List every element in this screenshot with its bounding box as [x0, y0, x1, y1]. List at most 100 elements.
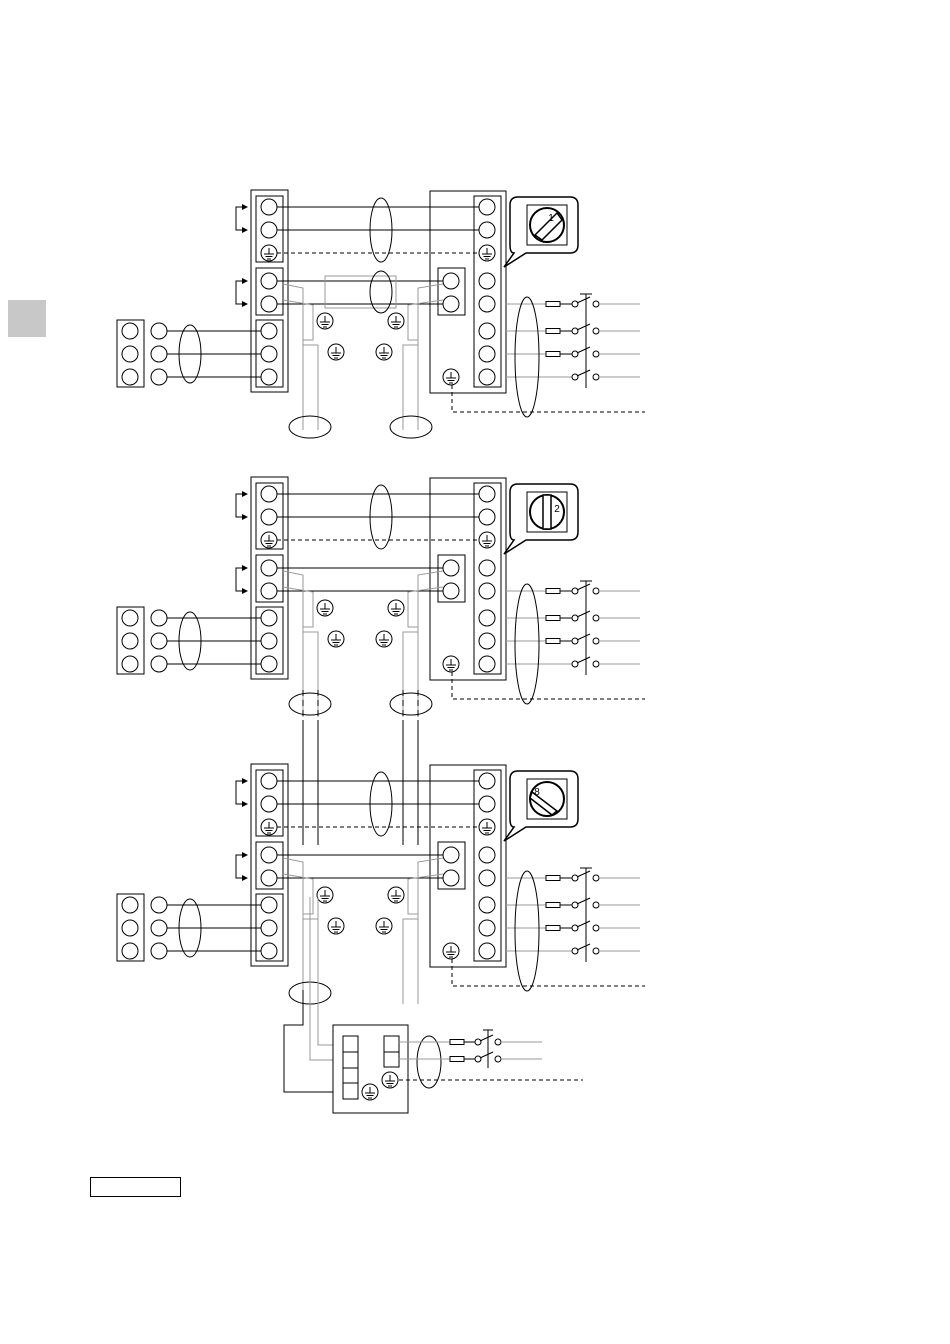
terminal-screw: [479, 346, 495, 362]
terminal-screw: [261, 323, 277, 339]
switch-contact: [572, 588, 578, 594]
fuse-icon: [546, 876, 560, 881]
arrow-head: [242, 491, 248, 497]
bracket: [236, 494, 246, 517]
breaker-switch: [506, 921, 640, 931]
switch-blade: [577, 871, 590, 877]
terminal-screw: [261, 273, 277, 289]
address-dial-icon: 2: [504, 484, 578, 554]
bracket-arrow: [236, 565, 248, 594]
ground-icon: [479, 532, 495, 548]
terminal-screw: [261, 369, 277, 385]
switch-blade: [577, 634, 590, 640]
fuse-icon: [450, 1040, 464, 1045]
switch-contact: [572, 301, 578, 307]
breaker-switch: [506, 634, 640, 644]
bracket-arrow: [236, 491, 248, 520]
terminal-screw: [443, 870, 459, 886]
terminal-screw: [261, 656, 277, 672]
terminal-screw: [479, 222, 495, 238]
switch-contact: [572, 374, 578, 380]
terminal-screw: [151, 633, 167, 649]
terminal-screw: [122, 369, 138, 385]
terminal-screw: [479, 773, 495, 789]
terminal-screw: [479, 560, 495, 576]
dial-slot: [543, 495, 551, 529]
fuse-icon: [546, 302, 560, 307]
bracket-arrow: [236, 852, 248, 881]
fuse-icon: [450, 1057, 464, 1062]
switch-blade: [577, 584, 590, 590]
dial-address-number: 1: [548, 213, 554, 224]
ground-icon: [388, 887, 404, 903]
switch-contact: [593, 301, 599, 307]
terminal-screw: [122, 656, 138, 672]
label-box: [90, 1177, 181, 1197]
terminal-screw: [479, 943, 495, 959]
switch-blade: [577, 657, 590, 663]
cable-bundle-ellipse: [289, 416, 331, 438]
arrow-head: [242, 514, 248, 520]
fuse-icon: [546, 616, 560, 621]
cable-bundle-ellipse: [289, 693, 331, 715]
terminal-screw: [151, 920, 167, 936]
cable-bundle-ellipse: [515, 871, 539, 991]
terminal-screw: [261, 509, 277, 525]
switch-contact: [593, 948, 599, 954]
switch-blade: [577, 921, 590, 927]
address-dial-icon: 8: [504, 771, 578, 841]
address-dial-icon: 1: [504, 197, 578, 267]
breaker-switch: [506, 584, 640, 594]
terminal-screw: [261, 773, 277, 789]
ground-icon: [261, 819, 277, 835]
terminal-screw: [261, 199, 277, 215]
fuse-icon: [546, 329, 560, 334]
terminal-screw: [479, 656, 495, 672]
terminal-screw: [151, 346, 167, 362]
terminal-screw: [261, 847, 277, 863]
fuse-icon: [546, 903, 560, 908]
terminal-screw: [122, 943, 138, 959]
bracket: [236, 568, 246, 591]
dial-address-number: 8: [534, 787, 540, 798]
ground-icon: [376, 918, 392, 934]
switch-contact: [572, 328, 578, 334]
ground-icon: [328, 344, 344, 360]
switch-blade: [577, 944, 590, 950]
unit-1: 1: [117, 190, 645, 430]
bracket: [236, 281, 246, 304]
ground-icon: [317, 313, 333, 329]
switch-contact: [593, 875, 599, 881]
switch-blade: [577, 324, 590, 330]
switch-blade: [577, 347, 590, 353]
arrow-head: [242, 227, 248, 233]
terminal-screw: [443, 847, 459, 863]
switch-blade: [577, 611, 590, 617]
switch-contact: [572, 925, 578, 931]
terminal-screw: [479, 633, 495, 649]
switch-contact: [495, 1039, 501, 1045]
ground-icon: [362, 1084, 378, 1100]
switch-contact: [593, 925, 599, 931]
terminal-screw: [479, 610, 495, 626]
terminal-screw: [261, 222, 277, 238]
terminal-screw: [479, 583, 495, 599]
terminal-screw: [151, 943, 167, 959]
breaker-switch: [506, 898, 640, 908]
fuse-icon: [546, 639, 560, 644]
arrow-head: [242, 565, 248, 571]
switch-contact: [572, 351, 578, 357]
cable-bundle-ellipse: [515, 584, 539, 704]
switch-contact: [495, 1056, 501, 1062]
bracket-arrow: [236, 778, 248, 807]
terminal-screw: [443, 273, 459, 289]
ground-icon: [479, 245, 495, 261]
terminal-screw: [479, 920, 495, 936]
terminal-screw: [261, 920, 277, 936]
bracket-arrow: [236, 278, 248, 307]
arrow-head: [242, 875, 248, 881]
switch-blade: [577, 370, 590, 376]
terminal-screw: [479, 273, 495, 289]
terminal-screw: [479, 847, 495, 863]
